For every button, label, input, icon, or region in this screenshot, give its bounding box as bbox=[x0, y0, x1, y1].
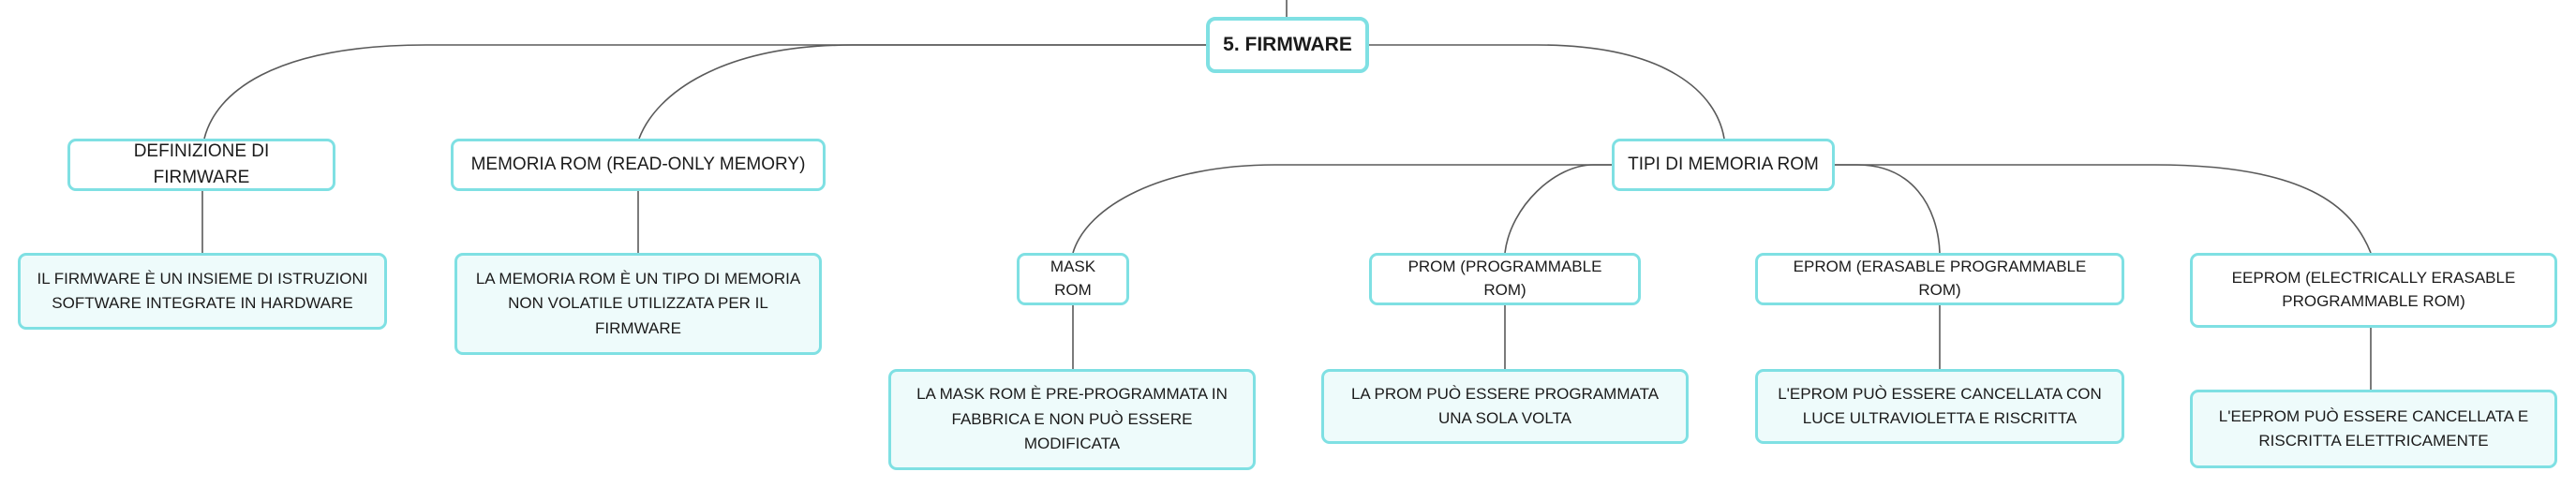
node-label: TIPI DI MEMORIA ROM bbox=[1628, 155, 1819, 175]
detail-text: LA MASK ROM È PRE-PROGRAMMATA IN FABBRIC… bbox=[916, 385, 1228, 453]
node-prom[interactable]: PROM (PROGRAMMABLE ROM) bbox=[1369, 253, 1641, 305]
detail-text: L'EPROM PUÒ ESSERE CANCELLATA CON LUCE U… bbox=[1778, 384, 2102, 427]
connector-root-definizione bbox=[203, 44, 1209, 140]
root-label: 5. FIRMWARE bbox=[1223, 33, 1352, 55]
connector-tipi-eprom bbox=[1835, 164, 1941, 254]
detail-definizione-firmware[interactable]: IL FIRMWARE È UN INSIEME DI ISTRUZIONI S… bbox=[18, 253, 387, 330]
node-label: DEFINIZIONE DI FIRMWARE bbox=[133, 141, 270, 187]
connector-tipi-eeprom bbox=[1835, 164, 2372, 254]
node-label: EEPROM (ELECTRICALLY ERASABLE PROGRAMMAB… bbox=[2231, 269, 2516, 310]
connector-tipi-prom bbox=[1504, 164, 1612, 254]
node-tipi-memoria-rom[interactable]: TIPI DI MEMORIA ROM bbox=[1612, 139, 1835, 191]
detail-text: LA PROM PUÒ ESSERE PROGRAMMATA UNA SOLA … bbox=[1350, 384, 1660, 427]
connector-root-tipi bbox=[1369, 44, 1725, 140]
node-eeprom[interactable]: EEPROM (ELECTRICALLY ERASABLE PROGRAMMAB… bbox=[2190, 253, 2557, 328]
detail-text: LA MEMORIA ROM È UN TIPO DI MEMORIA NON … bbox=[475, 269, 801, 337]
node-label: MASK ROM bbox=[1050, 258, 1096, 299]
node-label: EPROM (ERASABLE PROGRAMMABLE ROM) bbox=[1793, 258, 2087, 299]
node-definizione-firmware[interactable]: DEFINIZIONE DI FIRMWARE bbox=[67, 139, 335, 191]
detail-prom[interactable]: LA PROM PUÒ ESSERE PROGRAMMATA UNA SOLA … bbox=[1321, 369, 1689, 444]
node-label: PROM (PROGRAMMABLE ROM) bbox=[1407, 258, 1602, 299]
node-memoria-rom[interactable]: MEMORIA ROM (READ-ONLY MEMORY) bbox=[451, 139, 826, 191]
node-label: MEMORIA ROM (READ-ONLY MEMORY) bbox=[470, 155, 806, 175]
detail-eeprom[interactable]: L'EEPROM PUÒ ESSERE CANCELLATA E RISCRIT… bbox=[2190, 390, 2557, 468]
detail-memoria-rom[interactable]: LA MEMORIA ROM È UN TIPO DI MEMORIA NON … bbox=[454, 253, 822, 355]
root-node[interactable]: 5. FIRMWARE bbox=[1206, 17, 1369, 73]
node-eprom[interactable]: EPROM (ERASABLE PROGRAMMABLE ROM) bbox=[1755, 253, 2124, 305]
node-mask-rom[interactable]: MASK ROM bbox=[1017, 253, 1129, 305]
connector-tipi-maskrom bbox=[1072, 164, 1612, 254]
connector-root-memoria bbox=[638, 44, 1209, 140]
detail-text: L'EEPROM PUÒ ESSERE CANCELLATA E RISCRIT… bbox=[2218, 406, 2529, 450]
detail-eprom[interactable]: L'EPROM PUÒ ESSERE CANCELLATA CON LUCE U… bbox=[1755, 369, 2124, 444]
detail-mask-rom[interactable]: LA MASK ROM È PRE-PROGRAMMATA IN FABBRIC… bbox=[888, 369, 1256, 470]
detail-text: IL FIRMWARE È UN INSIEME DI ISTRUZIONI S… bbox=[37, 269, 368, 312]
